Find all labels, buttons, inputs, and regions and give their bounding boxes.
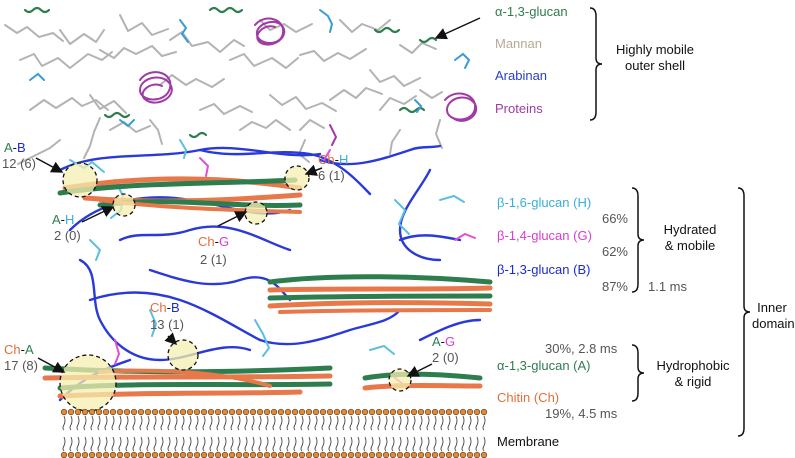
contact-ch-b-second: B <box>170 300 180 315</box>
legend-b13-glucan: β-1,3-glucan (B) <box>497 262 591 277</box>
contact-ch-a-sep: - <box>20 342 25 357</box>
fibrils <box>42 176 493 399</box>
contact-a-b-sep: - <box>12 140 18 155</box>
contact-ch-b-first: Ch <box>150 300 167 315</box>
contact-a-g-count: 2 (0) <box>432 350 459 365</box>
label-hydrophobic-2: & rigid <box>674 374 712 389</box>
contact-ch-h-sep: - <box>334 152 339 167</box>
label-outer-shell-2: outer shell <box>625 58 685 73</box>
outer-arabinan <box>29 9 471 128</box>
label-inner-domain-1: Inner <box>757 300 787 315</box>
contact-ch-h: Ch-H <box>318 152 348 167</box>
contact-a-g-sep: - <box>440 334 446 349</box>
contact-ch-g-count: 2 (1) <box>200 252 227 267</box>
label-inner-domain-2: domain <box>752 316 795 331</box>
contact-ch-h-second: H <box>338 152 349 167</box>
legend-chitin: Chitin (Ch) <box>497 390 560 405</box>
contact-a-b-second: B <box>17 140 26 155</box>
mannan-network <box>4 14 443 165</box>
contact-circles <box>59 162 412 412</box>
contact-a-h-second: H <box>65 212 75 227</box>
contact-a-g-first: A <box>432 334 441 349</box>
contact-circle-a-g <box>388 368 412 392</box>
contact-arrows <box>35 17 481 377</box>
contact-ch-g-second: G <box>218 234 230 249</box>
contact-ch-g: Ch-G <box>198 234 229 249</box>
brackets <box>589 7 751 437</box>
legend-alpha-glucan: α-1,3-glucan (A) <box>497 358 591 373</box>
contact-circle-ch-h <box>284 165 310 191</box>
proteins <box>138 17 478 146</box>
contact-ch-a-first: Ch <box>4 342 21 357</box>
contact-ch-g-first: Ch <box>198 234 215 249</box>
contact-ch-a: Ch-A <box>4 342 34 357</box>
label-membrane: Membrane <box>497 434 560 449</box>
contact-circle-a-h <box>112 193 136 217</box>
legend-b16-glucan: β-1,6-glucan (H) <box>497 195 592 210</box>
contact-a-g: A-G <box>432 334 455 349</box>
legend-b14-pct: 62% <box>601 244 628 259</box>
legend-arabinan: Arabinan <box>495 68 548 83</box>
legend-b14-glucan: β-1,4-glucan (G) <box>497 228 592 243</box>
label-outer-shell-1: Highly mobile <box>615 42 695 57</box>
legend-mid-time: 1.1 ms <box>648 279 688 294</box>
contact-a-h: A-H <box>52 212 74 227</box>
contact-a-h-first: A <box>52 212 61 227</box>
contact-ch-a-second: A <box>24 342 34 357</box>
legend-low-pct1: 30%, 2.8 ms <box>545 341 618 356</box>
contact-a-b: A-B <box>4 140 26 155</box>
contact-ch-a-count: 17 (8) <box>4 358 38 373</box>
contact-a-h-count: 2 (0) <box>54 228 81 243</box>
contact-ch-g-sep: - <box>214 234 219 249</box>
contact-ch-b-count: 13 (1) <box>150 317 184 332</box>
legend-alpha13-glucan: α-1,3-glucan <box>495 4 568 19</box>
b16-glucan <box>69 139 465 357</box>
contact-ch-b: Ch-B <box>150 300 180 315</box>
legend-low-pct2: 19%, 4.5 ms <box>545 406 618 421</box>
contact-circle-ch-a <box>59 354 117 412</box>
outer-alpha-glucan <box>23 6 438 139</box>
legend-b13-pct: 87% <box>601 279 628 294</box>
legend-proteins: Proteins <box>495 101 543 116</box>
contact-a-h-sep: - <box>60 212 66 227</box>
contact-circle-a-b <box>62 162 98 198</box>
membrane <box>60 408 488 458</box>
contact-ch-h-first: Ch <box>318 152 335 167</box>
label-hydrated-1: Hydrated <box>663 222 717 237</box>
contact-circle-ch-g <box>244 201 268 225</box>
contact-a-g-second: G <box>445 334 456 349</box>
contact-a-b-count: 12 (6) <box>2 156 36 171</box>
legend-mannan: Mannan <box>495 36 542 51</box>
contact-circle-ch-b <box>167 339 199 371</box>
label-hydrophobic-1: Hydrophobic <box>656 358 730 373</box>
contact-ch-b-sep: - <box>166 300 171 315</box>
legend-b16-pct: 66% <box>601 211 628 226</box>
contact-ch-h-count: 6 (1) <box>318 168 345 183</box>
contact-a-b-first: A <box>4 140 13 155</box>
label-hydrated-2: & mobile <box>664 238 716 253</box>
